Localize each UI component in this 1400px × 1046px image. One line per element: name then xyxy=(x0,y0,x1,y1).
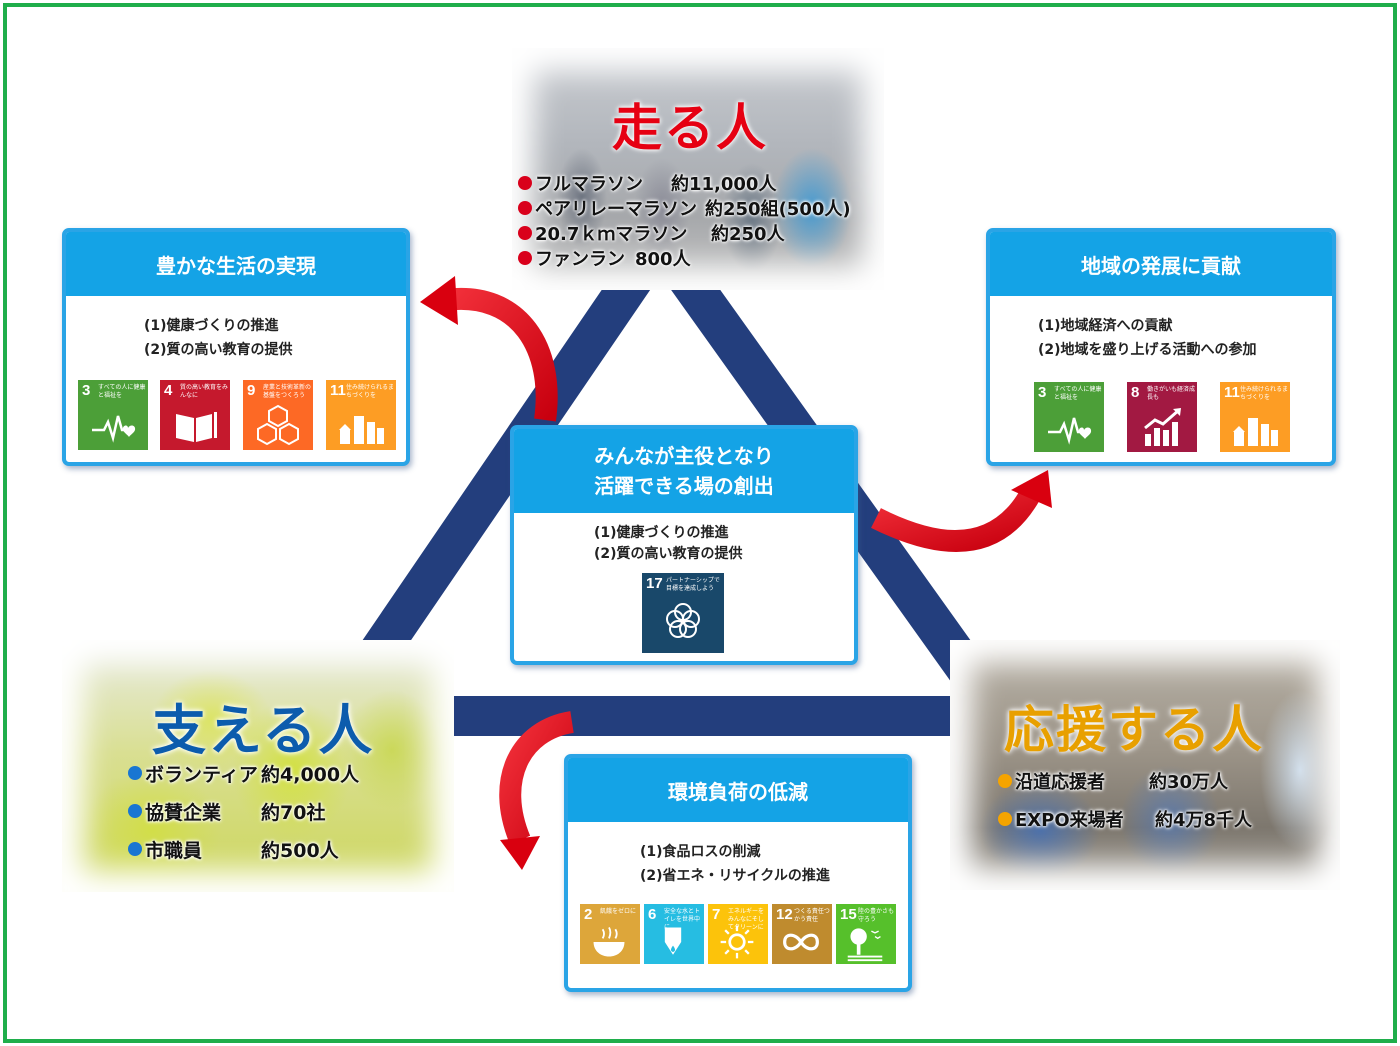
sun-icon xyxy=(720,925,754,959)
sdg-goal-12: 12 つくる責任つかう責任 xyxy=(772,904,832,964)
list-item: ファンラン 800人 xyxy=(518,245,851,270)
list-item: (2)省エネ・リサイクルの推進 xyxy=(640,868,830,884)
sdg-goal-11: 11 住み続けられるまちづくりを xyxy=(326,380,396,450)
cheerers-title: 応援する人 xyxy=(1004,701,1264,759)
card-title: 環境負荷の低減 xyxy=(568,758,908,822)
list-item: (2)地域を盛り上げる活動への参加 xyxy=(1038,342,1257,358)
bullet-icon xyxy=(128,804,142,818)
region-card: 地域の発展に貢献 (1)地域経済への貢献 (2)地域を盛り上げる活動への参加 3… xyxy=(986,228,1336,466)
card-title: みんなが主役となり 活躍できる場の創出 xyxy=(514,429,854,513)
sdg-goal-3: 3 すべての人に健康と福祉を xyxy=(1034,382,1104,452)
bullet-icon xyxy=(998,774,1012,788)
card-title-line: みんなが主役となり xyxy=(594,444,774,468)
sdg-goal-6: 6 安全な水とトイレを世界中に xyxy=(644,904,704,964)
runners-photo xyxy=(512,48,884,290)
bullet-icon xyxy=(998,812,1012,826)
list-item: 市職員 約500人 xyxy=(128,830,359,868)
list-item: (1)健康づくりの推進 xyxy=(594,525,729,541)
supporters-photo xyxy=(62,640,454,892)
bullet-icon xyxy=(128,842,142,856)
sdg-goal-3: 3 すべての人に健康と福祉を xyxy=(78,380,148,450)
list-item: 沿道応援者 約30万人 xyxy=(998,762,1252,800)
sdg-goal-15: 15 陸の豊かさも守ろう xyxy=(836,904,896,964)
environment-card: 環境負荷の低減 (1)食品ロスの削減 (2)省エネ・リサイクルの推進 2 飢餓を… xyxy=(564,754,912,992)
list-item: EXPO来場者 約4万8千人 xyxy=(998,800,1252,838)
sdg-goal-2: 2 飢餓をゼロに xyxy=(580,904,640,964)
bullet-icon xyxy=(518,225,532,240)
card-items: (1)健康づくりの推進 (2)質の高い教育の提供 xyxy=(594,523,743,565)
card-title-line: 活躍できる場の創出 xyxy=(594,474,774,498)
bowl-icon xyxy=(593,926,625,957)
city-icon xyxy=(1233,418,1278,446)
sdg-goal-4: 4 質の高い教育をみんなに xyxy=(160,380,230,450)
card-title: 地域の発展に貢献 xyxy=(990,232,1332,296)
cheerers-photo xyxy=(950,640,1340,890)
supporters-stats: ボランティア 約4,000人 協賛企業 約70社 市職員 約500人 xyxy=(128,754,359,868)
bullet-icon xyxy=(518,175,532,190)
list-item: (2)質の高い教育の提供 xyxy=(594,546,743,562)
heartbeat-icon xyxy=(92,415,136,443)
sdg-goal-8: 8 働きがいも経済成長も xyxy=(1127,382,1197,452)
bullet-icon xyxy=(518,250,532,265)
bullet-icon xyxy=(518,200,532,215)
sdg-goal-11: 11 住み続けられるまちづくりを xyxy=(1220,382,1290,452)
list-item: (1)地域経済への貢献 xyxy=(1038,318,1173,334)
center-card: みんなが主役となり 活躍できる場の創出 (1)健康づくりの推進 (2)質の高い教… xyxy=(510,425,858,665)
life-card: 豊かな生活の実現 (1)健康づくりの推進 (2)質の高い教育の提供 3 すべての… xyxy=(62,228,410,466)
list-item: ペアリレーマラソン 約250組(500人) xyxy=(518,195,851,220)
cubes-icon xyxy=(257,404,299,446)
growth-chart-icon xyxy=(1144,408,1181,446)
supporters-title: 支える人 xyxy=(152,699,375,762)
tree-icon xyxy=(847,928,883,962)
card-items: (1)健康づくりの推進 (2)質の高い教育の提供 xyxy=(144,314,293,362)
book-icon xyxy=(176,412,217,442)
list-item: フルマラソン 約11,000人 xyxy=(518,170,851,195)
list-item: (1)健康づくりの推進 xyxy=(144,318,279,334)
runners-title: 走る人 xyxy=(612,99,768,157)
list-item: (2)質の高い教育の提供 xyxy=(144,342,293,358)
card-title: 豊かな生活の実現 xyxy=(66,232,406,296)
sdg-goal-17: 17 パートナーシップで目標を達成しよう xyxy=(642,573,724,653)
city-icon xyxy=(339,416,384,444)
card-items: (1)地域経済への貢献 (2)地域を盛り上げる活動への参加 xyxy=(1038,314,1257,362)
list-item: ボランティア 約4,000人 xyxy=(128,754,359,792)
infinity-icon xyxy=(783,933,819,951)
list-item: (1)食品ロスの削減 xyxy=(640,844,761,860)
card-items: (1)食品ロスの削減 (2)省エネ・リサイクルの推進 xyxy=(640,840,830,888)
water-drop-icon xyxy=(664,927,682,955)
list-item: 20.7ｋｍマラソン 約250人 xyxy=(518,220,851,245)
list-item: 協賛企業 約70社 xyxy=(128,792,359,830)
bullet-icon xyxy=(128,766,142,780)
sdg-goal-7: 7 エネルギーをみんなにそしてクリーンに xyxy=(708,904,768,964)
cheerers-stats: 沿道応援者 約30万人 EXPO来場者 約4万8千人 xyxy=(998,762,1252,838)
sdg-goal-9: 9 産業と技術革新の基盤をつくろう xyxy=(243,380,313,450)
heartbeat-icon xyxy=(1048,417,1092,445)
runners-stats: フルマラソン 約11,000人 ペアリレーマラソン 約250組(500人) 20… xyxy=(518,170,851,270)
partnership-rings-icon xyxy=(666,603,700,638)
